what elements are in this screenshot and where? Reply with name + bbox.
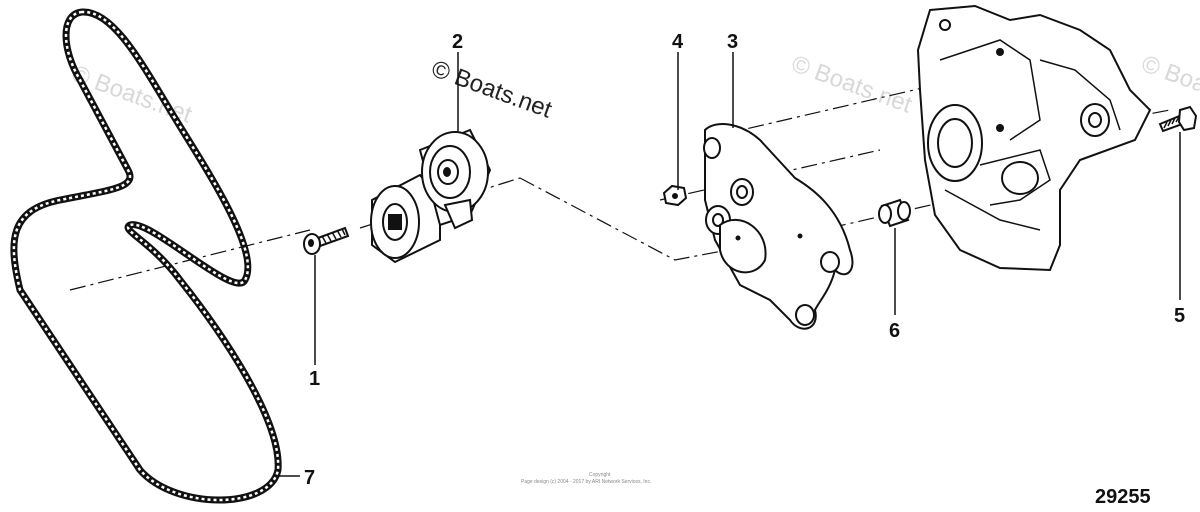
- drive-belt: [10, 8, 282, 504]
- copyright-line-1: Copyright: [589, 472, 611, 478]
- watermark-center: © Boats.net: [428, 55, 556, 123]
- mounting-bracket: [703, 123, 854, 330]
- spacer: [878, 198, 911, 228]
- copyright-line-2: Page design (c) 2004 - 2017 by ARI Netwo…: [521, 479, 651, 485]
- callout-4: 4: [672, 31, 684, 53]
- callout-7: 7: [304, 467, 315, 489]
- callout-6: 6: [889, 320, 900, 342]
- figure-number: 29255: [1095, 486, 1151, 508]
- leader-lines: [276, 52, 1181, 477]
- callout-3: 3: [727, 31, 738, 53]
- nut: [662, 184, 688, 207]
- callout-2: 2: [452, 31, 463, 53]
- tensioner-bolt: [303, 226, 350, 255]
- watermark-right-1: © Boats.net: [788, 50, 916, 118]
- belt-tensioner: [370, 128, 492, 264]
- callout-5: 5: [1174, 305, 1185, 327]
- bolt: [1158, 105, 1198, 133]
- callout-1: 1: [309, 368, 320, 390]
- engine-cover: [916, 4, 1152, 272]
